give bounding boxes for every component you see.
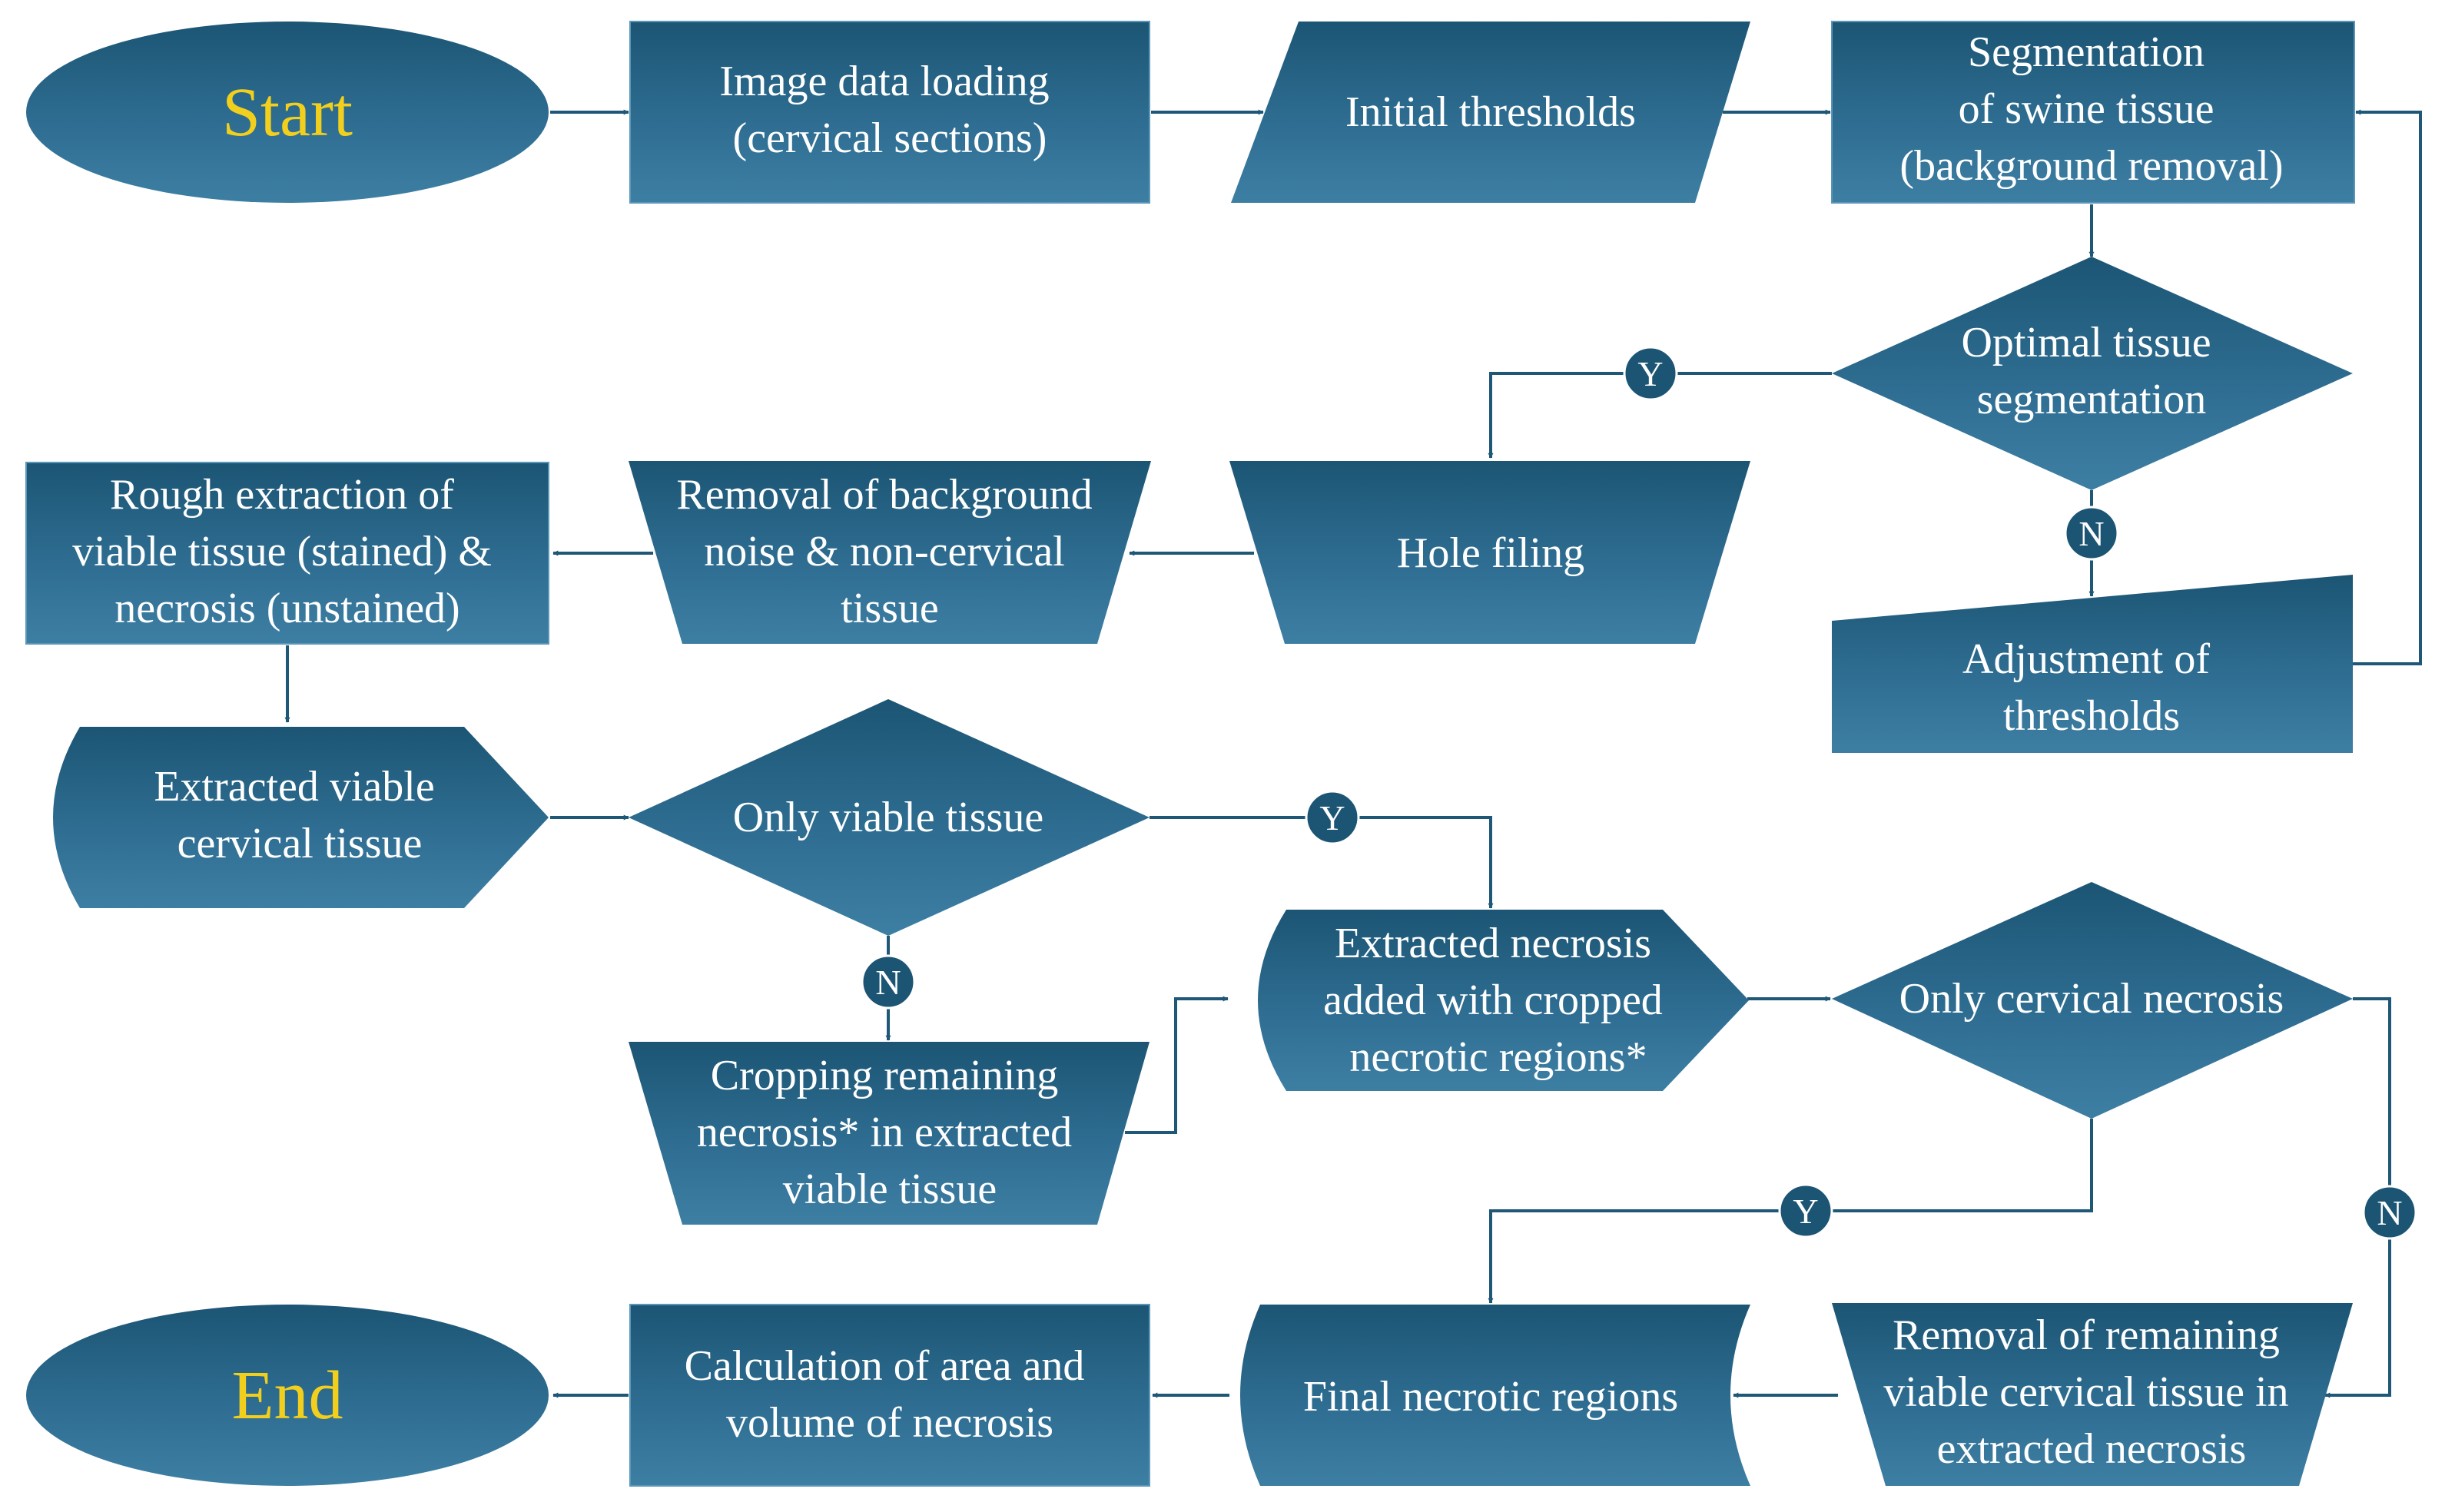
extracted-necrosis-label: Extracted necrosis added with cropped ne… (1323, 920, 1674, 1081)
noise-removal-operation: Removal of background noise & non-cervic… (629, 461, 1151, 644)
calculation-label: Calculation of area and volume of necros… (685, 1342, 1096, 1447)
only-viable-decision: Only viable tissue (629, 699, 1150, 936)
svg-text:N: N (2078, 514, 2104, 553)
segmentation-process: Segmentation of swine tissue (background… (1831, 21, 2355, 204)
viable-tissue-display: Extracted viable cervical tissue (53, 727, 549, 908)
noise-removal-label: Removal of background noise & non-cervic… (676, 471, 1103, 632)
marker-y-only-viable: Y (1305, 790, 1360, 845)
adjust-thresholds-label: Adjustment of thresholds (1962, 635, 2221, 740)
marker-y-optimal: Y (1623, 346, 1678, 401)
svg-text:N: N (875, 963, 901, 1002)
nodes: Start Image data loading (cervical secti… (25, 21, 2355, 1487)
edge-onlyv-exnec (1150, 816, 1494, 909)
hole-filling-label: Hole filing (1397, 529, 1584, 577)
optimal-segmentation-decision: Optimal tissue segmentation (1832, 257, 2353, 490)
calculation-process: Calculation of area and volume of necros… (629, 1304, 1150, 1487)
edge-opt-hole (1488, 372, 1832, 459)
final-regions-label: Final necrotic regions (1303, 1373, 1678, 1421)
only-viable-label: Only viable tissue (733, 794, 1043, 841)
start-terminal: Start (26, 22, 549, 203)
svg-text:N: N (2377, 1193, 2402, 1232)
marker-n-only-viable: N (861, 954, 916, 1010)
svg-text:Y: Y (1637, 354, 1663, 393)
cropping-operation: Cropping remaining necrosis* in extracte… (629, 1042, 1150, 1225)
remove-viable-operation: Removal of remaining viable cervical tis… (1832, 1303, 2353, 1486)
marker-n-only-necrosis: N (2362, 1185, 2417, 1240)
rough-extraction-process: Rough extraction of viable tissue (stain… (25, 462, 549, 645)
image-loading-process: Image data loading (cervical sections) (629, 21, 1150, 204)
svg-text:Y: Y (1319, 798, 1345, 837)
start-label: Start (222, 75, 353, 151)
segmentation-label: Segmentation of swine tissue (background… (1899, 28, 2283, 190)
viable-tissue-label: Extracted viable cervical tissue (154, 763, 445, 867)
extracted-necrosis-display: Extracted necrosis added with cropped ne… (1258, 910, 1749, 1091)
svg-text:Y: Y (1793, 1192, 1818, 1231)
optimal-segmentation-label: Optimal tissue segmentation (1961, 319, 2221, 423)
final-regions-storage: Final necrotic regions (1240, 1305, 1750, 1486)
end-label: End (232, 1358, 343, 1434)
adjust-thresholds-input: Adjustment of thresholds (1832, 575, 2353, 753)
remove-viable-label: Removal of remaining viable cervical tis… (1883, 1311, 2299, 1473)
branch-markers: Y N Y N Y N (861, 346, 2417, 1240)
edge-adj-seg (2353, 109, 2422, 665)
hole-filling-operation: Hole filing (1229, 461, 1750, 644)
marker-n-optimal: N (2064, 506, 2119, 561)
only-necrosis-decision: Only cervical necrosis (1832, 882, 2353, 1119)
initial-thresholds-input: Initial thresholds (1231, 22, 1750, 203)
end-terminal: End (26, 1305, 549, 1486)
cropping-label: Cropping remaining necrosis* in extracte… (697, 1052, 1083, 1213)
rough-extraction-label: Rough extraction of viable tissue (stain… (72, 471, 503, 632)
only-necrosis-label: Only cervical necrosis (1899, 975, 2284, 1023)
initial-thresholds-label: Initial thresholds (1345, 88, 1636, 136)
edge-crop-exnec (1125, 996, 1229, 1134)
marker-y-only-necrosis: Y (1778, 1183, 1833, 1238)
image-loading-label: Image data loading (cervical sections) (719, 58, 1060, 162)
